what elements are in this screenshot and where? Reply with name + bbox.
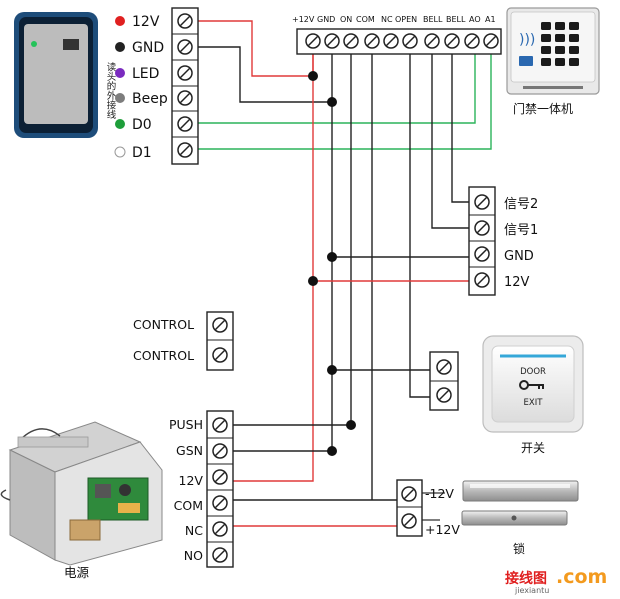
magnetic-lock [461, 480, 579, 526]
junction-dot [308, 276, 318, 286]
ctrl-label-bell-2: BELL [446, 15, 466, 24]
watermark-cn: 接线图 [505, 570, 547, 587]
control-label-2: CONTROL [133, 348, 194, 363]
psu-label-nc: NC [185, 523, 203, 538]
reader-label-beep: Beep [132, 91, 168, 107]
ctrl-label-nc: NC [381, 15, 393, 24]
ctrl-label-a1: A1 [485, 15, 496, 24]
signal-label-1: 信号1 [504, 223, 538, 238]
psu-label-com: COM [174, 498, 203, 513]
signal-label-gnd: GND [504, 249, 534, 264]
wire-12v-bus [232, 45, 314, 482]
watermark-dotcom: .com [556, 566, 607, 588]
wire-bell-1 [431, 45, 475, 229]
signal-labels: 信号2 信号1 GND 12V [504, 197, 538, 290]
dot-d0 [115, 119, 125, 129]
wire-reader-12v [197, 20, 314, 77]
control-labels: CONTROL CONTROL [133, 317, 194, 363]
signal-label-12v: 12V [504, 275, 530, 290]
power-supply-terminal-block [206, 410, 234, 568]
wire-junctions [308, 71, 356, 456]
ctrl-label-ao: AO [469, 15, 481, 24]
ctrl-label-com: COM [356, 15, 375, 24]
control-terminal-block [206, 311, 234, 371]
keypad-icon [541, 22, 579, 66]
reader-label-d1: D1 [132, 145, 152, 161]
controller-terminal-labels: +12V GND ON COM NC OPEN BELL BELL AO A1 [292, 15, 496, 24]
junction-dot [327, 252, 337, 262]
card-icon [519, 56, 533, 66]
reader-label-led: LED [132, 66, 159, 82]
junction-dot [327, 446, 337, 456]
lock-labels: -12V +12V [425, 486, 460, 537]
power-supply-labels: PUSH GSN 12V COM NC NO [169, 417, 203, 563]
dot-beep [115, 93, 125, 103]
reader-wire-labels: 12V GND LED Beep D0 D1 [114, 14, 168, 161]
reader-label-12v: 12V [132, 14, 160, 30]
lock-label-minus12v: -12V [425, 486, 454, 501]
reader-side-text: 读头的外接线 [105, 61, 117, 119]
signal-label-2: 信号2 [504, 197, 538, 212]
exit-button: DOOR EXIT [482, 335, 584, 433]
power-supply-caption: 电源 [64, 565, 90, 580]
wire-reader-gnd [197, 46, 332, 103]
dot-d1 [114, 146, 126, 158]
reader-terminal-block [171, 7, 199, 165]
ctrl-label-gnd: GND [317, 15, 335, 24]
ctrl-label-12v: +12V [292, 15, 315, 24]
controller-terminal-strip [296, 28, 502, 55]
exit-button-caption: 开关 [521, 441, 545, 455]
psu-label-gsn: GSN [176, 443, 203, 458]
wires [197, 20, 492, 527]
card-reader-slot-icon [63, 39, 79, 50]
wire-bell-2 [451, 45, 475, 203]
dot-gnd [115, 42, 125, 52]
signal-terminal-block [468, 186, 496, 296]
watermark: 接线图 .com jiexiantu [505, 566, 607, 595]
psu-label-no: NO [184, 548, 203, 563]
ctrl-label-open: OPEN [395, 15, 417, 24]
junction-dot [308, 71, 318, 81]
ctrl-label-on: ON [340, 15, 352, 24]
wire-gnd-bus [232, 45, 333, 452]
ctrl-label-bell-1: BELL [423, 15, 443, 24]
lock-terminal-block [396, 479, 423, 537]
lock-label-plus12v: +12V [425, 522, 460, 537]
exit-button-door-text: DOOR [520, 367, 546, 377]
card-reader [14, 12, 98, 138]
reader-label-d0: D0 [132, 117, 152, 133]
psu-label-push: PUSH [169, 417, 203, 432]
card-wave-icon: ))) [519, 32, 535, 48]
power-supply-unit [0, 421, 163, 566]
card-reader-led-icon [31, 41, 37, 47]
wire-open [409, 45, 430, 398]
exit-button-terminal-block [429, 351, 459, 411]
watermark-pinyin: jiexiantu [514, 586, 549, 595]
junction-dot [327, 365, 337, 375]
dot-12v [115, 16, 125, 26]
dot-led [115, 68, 125, 78]
psu-label-12v: 12V [179, 473, 204, 488]
key-icon [519, 380, 544, 390]
control-label-1: CONTROL [133, 317, 194, 332]
access-controller: ))) [506, 7, 600, 95]
exit-button-exit-text: EXIT [524, 398, 544, 408]
wire-reader-d1 [197, 48, 492, 150]
wire-reader-d0 [197, 48, 476, 124]
lock-caption: 锁 [513, 541, 525, 556]
junction-dot [327, 97, 337, 107]
junction-dot [346, 420, 356, 430]
reader-label-gnd: GND [132, 40, 164, 56]
controller-caption: 门禁一体机 [513, 101, 573, 116]
